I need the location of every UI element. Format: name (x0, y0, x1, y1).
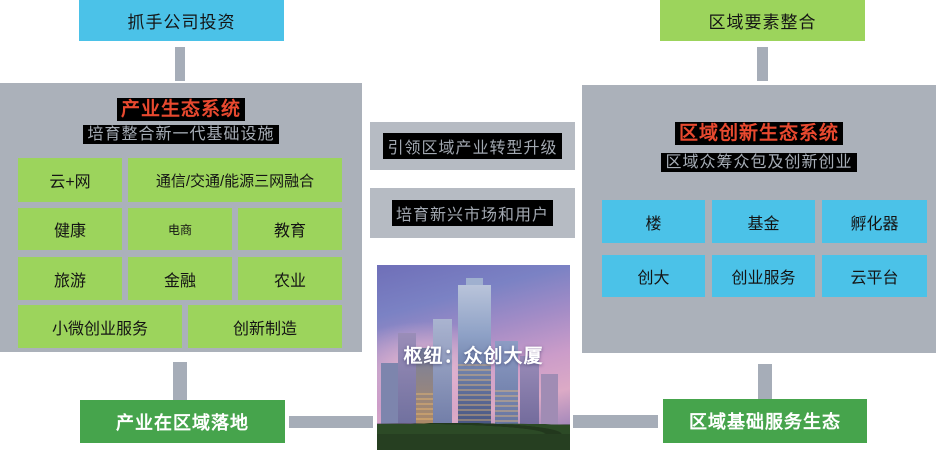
chip-building: 楼 (602, 200, 705, 243)
statement-industry-upgrade: 引领区域产业转型升级 (370, 122, 575, 170)
chip-comm-transport-energy: 通信/交通/能源三网融合 (128, 158, 342, 202)
chip-tourism: 旅游 (18, 257, 122, 300)
industry-ecosystem-title: 产业生态系统 (0, 94, 362, 121)
building-silhouette (398, 333, 416, 430)
company-investment-label: 抓手公司投资 (127, 13, 236, 32)
chip-cloud-platform: 云平台 (822, 255, 927, 297)
regional-innovation-title: 区域创新生态系统 (582, 118, 936, 145)
connector-left-to-image (289, 416, 373, 428)
regional-innovation-title-text: 区域创新生态系统 (674, 122, 843, 145)
tower-cap (465, 277, 484, 290)
regional-elements-box: 区域要素整合 (660, 0, 865, 41)
regional-innovation-subtitle: 区域众筹众包及创新创业 (582, 148, 936, 172)
chip-fund: 基金 (712, 200, 815, 243)
company-investment-box: 抓手公司投资 (79, 0, 284, 41)
skyscraper-photo: 枢纽：众创大厦 (377, 265, 570, 450)
industry-landing-label: 产业在区域落地 (116, 412, 249, 433)
chip-startup-services: 创业服务 (712, 255, 815, 297)
connector-bottom-right (758, 364, 772, 399)
chip-cloud-network: 云+网 (18, 158, 122, 202)
chip-chuangda: 创大 (602, 255, 705, 297)
chip-ecommerce: 电商 (128, 208, 232, 250)
building-silhouette (519, 355, 540, 430)
industry-ecosystem-subtitle: 培育整合新一代基础设施 (0, 120, 362, 144)
statement-new-markets-text: 培育新兴市场和用户 (391, 200, 553, 226)
building-silhouette (432, 318, 453, 430)
chip-education: 教育 (238, 208, 342, 250)
industry-landing-box: 产业在区域落地 (80, 400, 285, 443)
connector-top-right (757, 47, 768, 81)
building-silhouette (494, 340, 518, 430)
statement-new-markets: 培育新兴市场和用户 (370, 188, 575, 238)
industry-ecosystem-subtitle-text: 培育整合新一代基础设施 (83, 125, 279, 144)
connector-image-to-right (573, 415, 658, 428)
connector-top-left (175, 47, 185, 81)
building-silhouette (380, 363, 401, 430)
industry-ecosystem-title-text: 产业生态系统 (116, 98, 245, 121)
hub-caption: 枢纽：众创大厦 (403, 345, 544, 367)
regional-basic-services-label: 区域基础服务生态 (689, 412, 841, 432)
regional-innovation-subtitle-text: 区域众筹众包及创新创业 (661, 153, 857, 172)
window-lights (494, 389, 518, 430)
connector-bottom-left (173, 362, 187, 400)
regional-basic-services-box: 区域基础服务生态 (663, 399, 867, 443)
central-tower (458, 285, 491, 428)
statement-industry-upgrade-text: 引领区域产业转型升级 (383, 133, 562, 159)
treeline (377, 421, 570, 450)
building-silhouette (541, 374, 559, 430)
chip-finance: 金融 (128, 257, 232, 300)
regional-elements-label: 区域要素整合 (708, 13, 817, 32)
industry-ecosystem-panel: 产业生态系统 培育整合新一代基础设施 云+网 通信/交通/能源三网融合 健康 电… (0, 83, 362, 352)
chip-innovative-manufacturing: 创新制造 (188, 305, 342, 348)
chip-micro-startup-services: 小微创业服务 (18, 305, 182, 348)
regional-innovation-panel: 区域创新生态系统 区域众筹众包及创新创业 楼 基金 孵化器 创大 创业服务 云平… (582, 85, 936, 353)
window-lights (458, 363, 491, 428)
chip-agriculture: 农业 (238, 257, 342, 300)
chip-incubator: 孵化器 (822, 200, 927, 243)
chip-health: 健康 (18, 208, 122, 250)
